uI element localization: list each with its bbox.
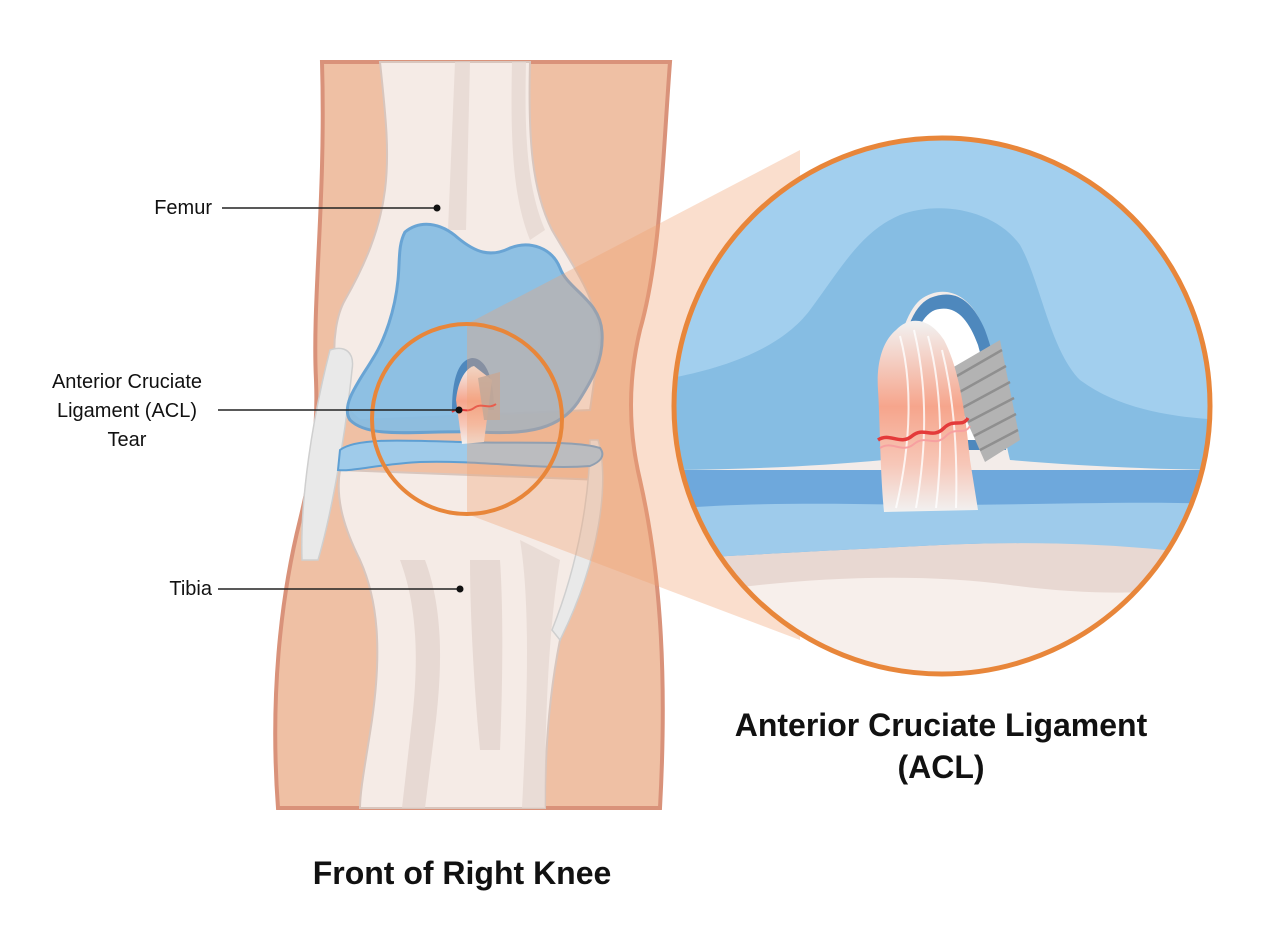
zoom-title-line2: (ACL) (897, 749, 985, 785)
label-tibia: Tibia (169, 578, 212, 600)
collateral-ligament (301, 347, 354, 561)
knee-cartilage (336, 222, 604, 472)
label-acl-tear-line2: Ligament (ACL) (56, 400, 198, 422)
label-femur: Femur (154, 197, 212, 219)
label-acl-tear-line3: Tear (107, 429, 147, 451)
zoom-title: Anterior Cruciate Ligament (ACL) (700, 704, 1182, 788)
knee-title: Front of Right Knee (312, 855, 612, 891)
leader-lines (218, 204, 464, 593)
medial-ligament (551, 439, 604, 642)
label-acl-tear: Anterior Cruciate Ligament (ACL) Tear (20, 368, 234, 455)
small-zoom-ring (370, 322, 564, 516)
label-acl-tear-line1: Anterior Cruciate (51, 371, 203, 393)
zoom-title-line1: Anterior Cruciate Ligament (734, 707, 1148, 743)
tibia-bone (337, 468, 604, 809)
